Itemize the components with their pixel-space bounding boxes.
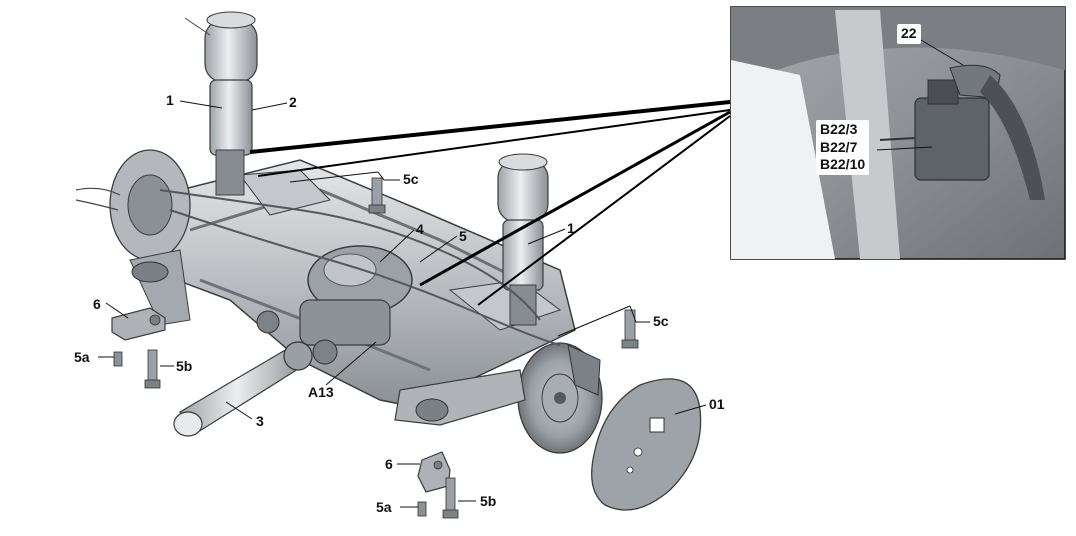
callout-5b-bottom: 5b <box>480 493 497 509</box>
callout-a13: A13 <box>308 384 334 400</box>
bracket-bottom <box>417 451 451 493</box>
inset-callout-sensors: B22/3 B22/7 B22/10 <box>816 120 870 175</box>
callout-5a-bottom: 5a <box>376 499 392 515</box>
callout-3: 3 <box>256 413 264 429</box>
cover-plate <box>591 378 702 511</box>
bolt-5c-top <box>368 177 386 214</box>
bolt-5b-bottom <box>442 477 459 519</box>
callout-5: 5 <box>459 228 467 244</box>
zoom-lines <box>249 100 731 306</box>
callout-6-bottom: 6 <box>385 456 393 472</box>
sensor-label-b22-7: B22/7 <box>820 138 858 155</box>
callout-5b-left: 5b <box>176 358 193 374</box>
callout-5c-right: 5c <box>653 313 669 329</box>
callout-6-left: 6 <box>93 296 101 312</box>
callout-1-right: 1 <box>567 220 575 236</box>
propeller-shaft <box>173 341 313 437</box>
bolt-5b-left <box>144 349 161 389</box>
callout-01: 01 <box>709 396 725 412</box>
inset-photo <box>730 6 1066 260</box>
callout-5a-left: 5a <box>74 349 90 365</box>
bolt-5c-right <box>621 309 639 349</box>
inset-leader-lines <box>876 39 964 151</box>
sensor-label-b22-10: B22/10 <box>820 156 866 172</box>
callout-4: 4 <box>416 221 424 237</box>
leader-lines <box>98 100 707 508</box>
inset-callout-22: 22 <box>897 24 921 44</box>
brake-disc-right <box>394 342 603 454</box>
nut-5a-left <box>113 351 123 367</box>
air-strut-left <box>184 11 258 196</box>
callout-5c-top: 5c <box>403 171 419 187</box>
callout-2: 2 <box>289 94 297 110</box>
air-strut-right <box>497 153 549 326</box>
sensor-label-b22-3: B22/3 <box>820 121 858 137</box>
brake-lines <box>159 189 561 346</box>
callout-1-left: 1 <box>166 92 174 108</box>
nut-5a-bottom <box>417 501 427 517</box>
